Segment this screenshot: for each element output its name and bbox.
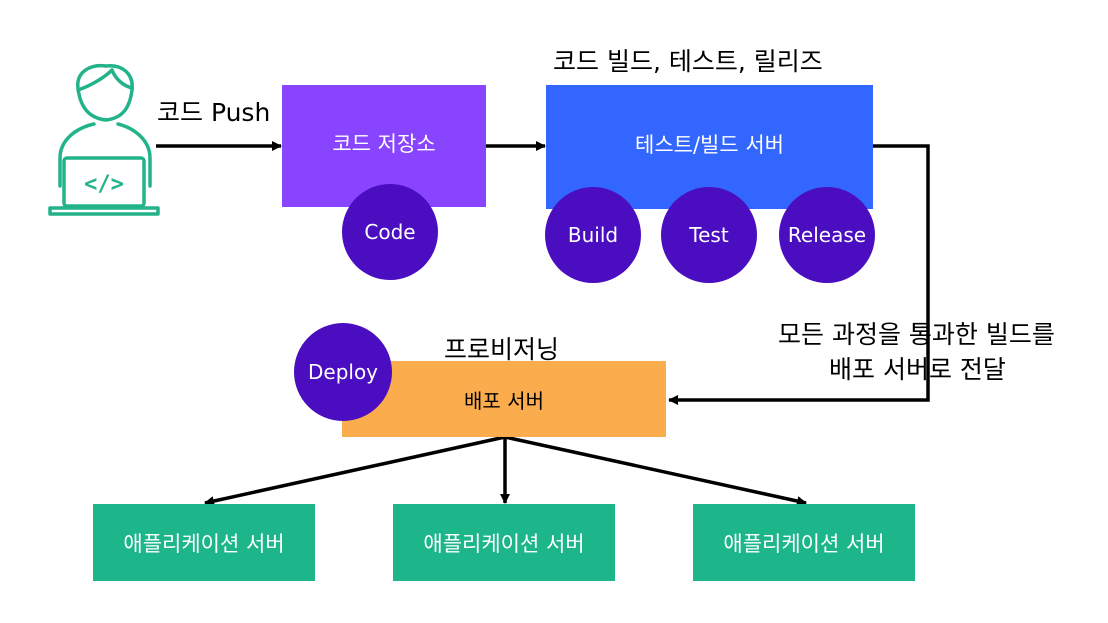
app-server-box-1: 애플리케이션 서버 [93, 504, 315, 581]
build-test-release-label: 코드 빌드, 테스트, 릴리즈 [553, 47, 823, 76]
deploy-stage-label: Deploy [307, 360, 379, 384]
app-server-box-2: 애플리케이션 서버 [393, 504, 615, 581]
code-push-label: 코드 Push [157, 98, 271, 127]
provisioning-label: 프로비저닝 [444, 335, 560, 364]
app-server-title: 애플리케이션 서버 [723, 531, 885, 556]
app-server-title: 애플리케이션 서버 [123, 531, 285, 556]
app-server-box-3: 애플리케이션 서버 [693, 504, 915, 581]
build-stage-label: Build [567, 223, 619, 247]
arrow-deploy-to-app-server-left [204, 435, 506, 506]
deploy-stage-circle: Deploy [294, 323, 392, 421]
deploy-server-title: 배포 서버 [464, 388, 544, 413]
release-stage-label: Release [787, 223, 867, 247]
build-server-title: 테스트/빌드 서버 [635, 133, 784, 157]
code-stage-label: Code [364, 220, 416, 244]
test-stage-circle: Test [661, 187, 757, 283]
developer-laptop-icon [48, 63, 160, 216]
release-stage-circle: Release [779, 187, 875, 283]
build-stage-circle: Build [545, 187, 641, 283]
arrow-build-server-to-deploy-server [668, 144, 930, 405]
deploy-server-box: 배포 서버 [342, 361, 666, 437]
app-server-title: 애플리케이션 서버 [423, 531, 585, 556]
handoff-label-line2: 배포 서버로 전달 [829, 355, 1006, 384]
handoff-label-line1: 모든 과정을 통과한 빌드를 [778, 320, 1055, 349]
code-repository-title: 코드 저장소 [332, 132, 436, 156]
test-stage-label: Test [689, 223, 729, 247]
code-symbol: </> [84, 172, 124, 197]
arrow-deploy-to-app-server-right [504, 435, 807, 506]
code-stage-circle: Code [342, 184, 438, 280]
